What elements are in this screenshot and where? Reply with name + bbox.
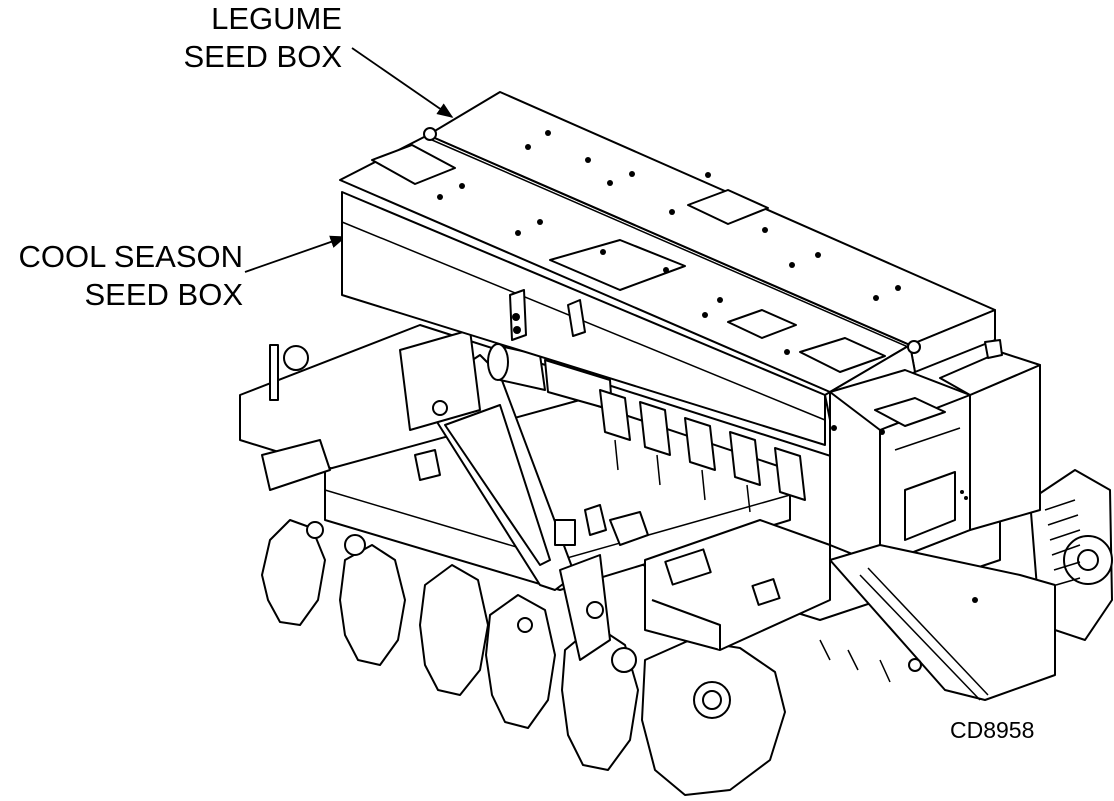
lid-window-5: [799, 337, 886, 373]
disc-2: [339, 544, 406, 666]
lid-latch: [567, 299, 586, 337]
legume-label-line-2: SEED BOX: [183, 39, 343, 74]
lid-window-3: [549, 239, 686, 291]
legume-label-line-1: LEGUME: [211, 1, 342, 36]
lid-window-2: [687, 189, 769, 225]
disc-4: [485, 594, 556, 729]
cool-season-seed-box-label: COOL SEASON SEED BOX: [0, 238, 243, 314]
lid-window-1: [371, 144, 456, 185]
disc-hub-2: [344, 534, 366, 556]
disc-1: [261, 519, 326, 626]
legume-leader-line: [351, 47, 454, 118]
disc-hub-bolt: [702, 690, 722, 710]
disc-hub-5: [611, 647, 637, 673]
seed-box: [339, 91, 996, 446]
hitch-assembly: [261, 329, 649, 661]
cool-season-leader-line: [244, 235, 347, 273]
legume-seed-box-label: LEGUME SEED BOX: [150, 0, 343, 76]
cool-season-label-line-2: SEED BOX: [84, 277, 244, 312]
lid-window-4: [727, 309, 797, 339]
disc-3: [419, 564, 489, 696]
cool-season-label-line-1: COOL SEASON: [18, 239, 243, 274]
drive-housing: [829, 339, 1041, 566]
drive-cylinder: [487, 343, 613, 411]
side-plate: [819, 544, 1056, 701]
figure-id: CD8958: [950, 717, 1035, 743]
seed-tubes: [599, 389, 806, 513]
